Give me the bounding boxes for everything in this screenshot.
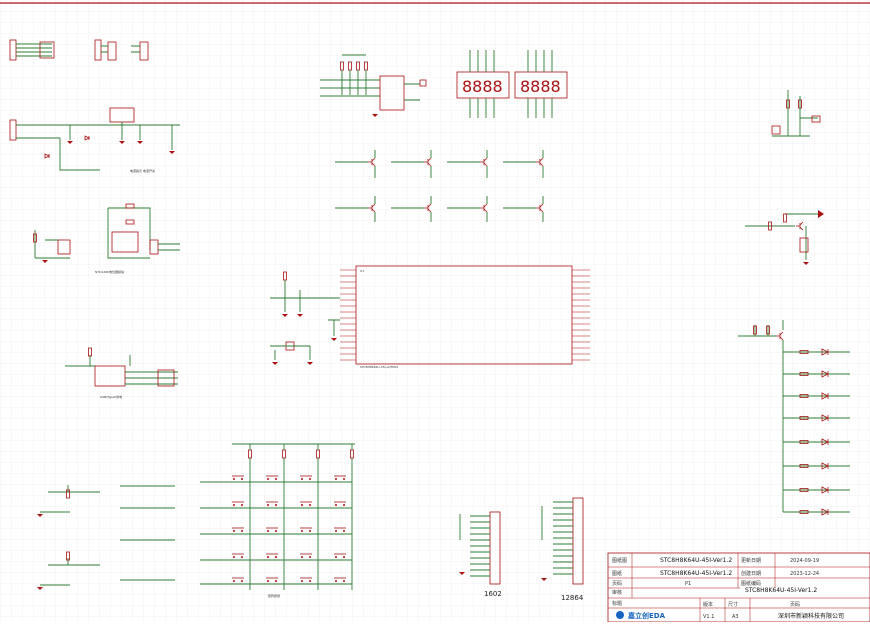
header-connectors [9,39,149,61]
key-switch [232,501,244,506]
tb-date-label-0: 更新日期 [741,557,761,564]
tb-title-label: 标题 [612,600,622,607]
key-switch [300,501,312,506]
tb-page-header: 页码 [790,601,800,608]
tb-label-1: 图纸 [612,570,622,577]
seven-segment-displays: 8888 8888 [456,50,568,118]
key-switch [334,475,346,480]
led-channel [783,508,850,516]
led-channel [783,392,850,400]
tb-version: V1.1 [703,614,714,620]
key-switch [266,501,278,506]
tb-version-header: 版本 [703,601,713,608]
key-switch [334,553,346,558]
mcu-ref: U1 [360,269,364,273]
lcd1602-label: 1602 [484,590,502,598]
tb-label-2: 页码 [612,580,622,587]
lcd12864-connector: 12864 [541,497,584,602]
tb-size: A3 [732,614,739,620]
key-switch [266,577,278,582]
key-switch [232,527,244,532]
key-switch [300,527,312,532]
power-caption: 电源指示 电源开关 [130,168,155,173]
key-switch [266,553,278,558]
lcd1602-connector: 1602 [459,511,502,598]
key-switch [300,553,312,558]
led-channel [783,414,850,422]
key-switch [232,553,244,558]
side-buttons [37,485,175,590]
led-array [738,320,850,516]
lcd12864-label: 12864 [561,594,584,602]
key-switch [232,577,244,582]
key-switch [334,527,346,532]
tb-value-1: STC8H8K64U-45I-Ver1.2 [660,570,732,577]
led-channel [783,462,850,470]
keypad-caption: 矩阵按键 [268,593,280,598]
key-switch [334,577,346,582]
tb-value-0: STC8H8K64U-45I-Ver1.2 [660,557,732,564]
tb-extra-0: 审核 [612,589,622,596]
display-driver [320,54,427,117]
tb-sheet-title: STC8H8K64U-45I-Ver1.2 [745,587,817,594]
tb-size-header: 尺寸 [728,601,738,608]
led-channel [783,438,850,446]
eda-logo-text: 嘉立创EDA [627,611,666,620]
tb-date-1: 2023-12-24 [790,571,819,577]
mcu-support [270,271,340,365]
led-channel [783,486,850,494]
transistor-drivers [335,150,544,222]
adc-circuit: NTC/LDR/电位器模块 [95,203,180,274]
eda-logo-icon [616,611,624,619]
power-circuit: 电源指示 电源开关 [9,107,180,173]
usb-circuit: USB/TypeC供电 [65,347,178,399]
buzzer-circuit [745,210,824,265]
usb-caption: USB/TypeC供电 [100,394,122,399]
sensor-circuit [33,230,71,263]
key-switch [300,577,312,582]
key-switch [266,527,278,532]
title-block: 图纸图 STC8H8K64U-45I-Ver1.2 更新日期 2024-09-1… [607,552,870,623]
adc-caption: NTC/LDR/电位器模块 [95,269,124,274]
led-channel [783,370,850,378]
key-switch [266,475,278,480]
tb-date-label-1: 创建日期 [741,570,761,577]
tb-label-0: 图纸图 [612,557,627,564]
svg-text:8888: 8888 [520,77,561,96]
keypad-matrix [200,443,355,590]
tb-value-2: P1 [685,581,691,587]
svg-text:8888: 8888 [462,77,503,96]
tb-company: 深圳市新颖科技有限公司 [778,612,844,620]
tb-date-0: 2024-09-19 [790,558,819,564]
mcu-part: STC8H8K64U-45I-LQFP64 [360,365,398,369]
right-sensor [771,90,821,137]
tb-date-label-2: 图纸编码 [741,580,761,587]
mcu-chip: U1 STC8H8K64U-45I-LQFP64 [340,265,590,369]
key-switch [232,475,244,480]
led-channel [783,348,850,356]
key-switch [300,475,312,480]
key-switch [334,501,346,506]
